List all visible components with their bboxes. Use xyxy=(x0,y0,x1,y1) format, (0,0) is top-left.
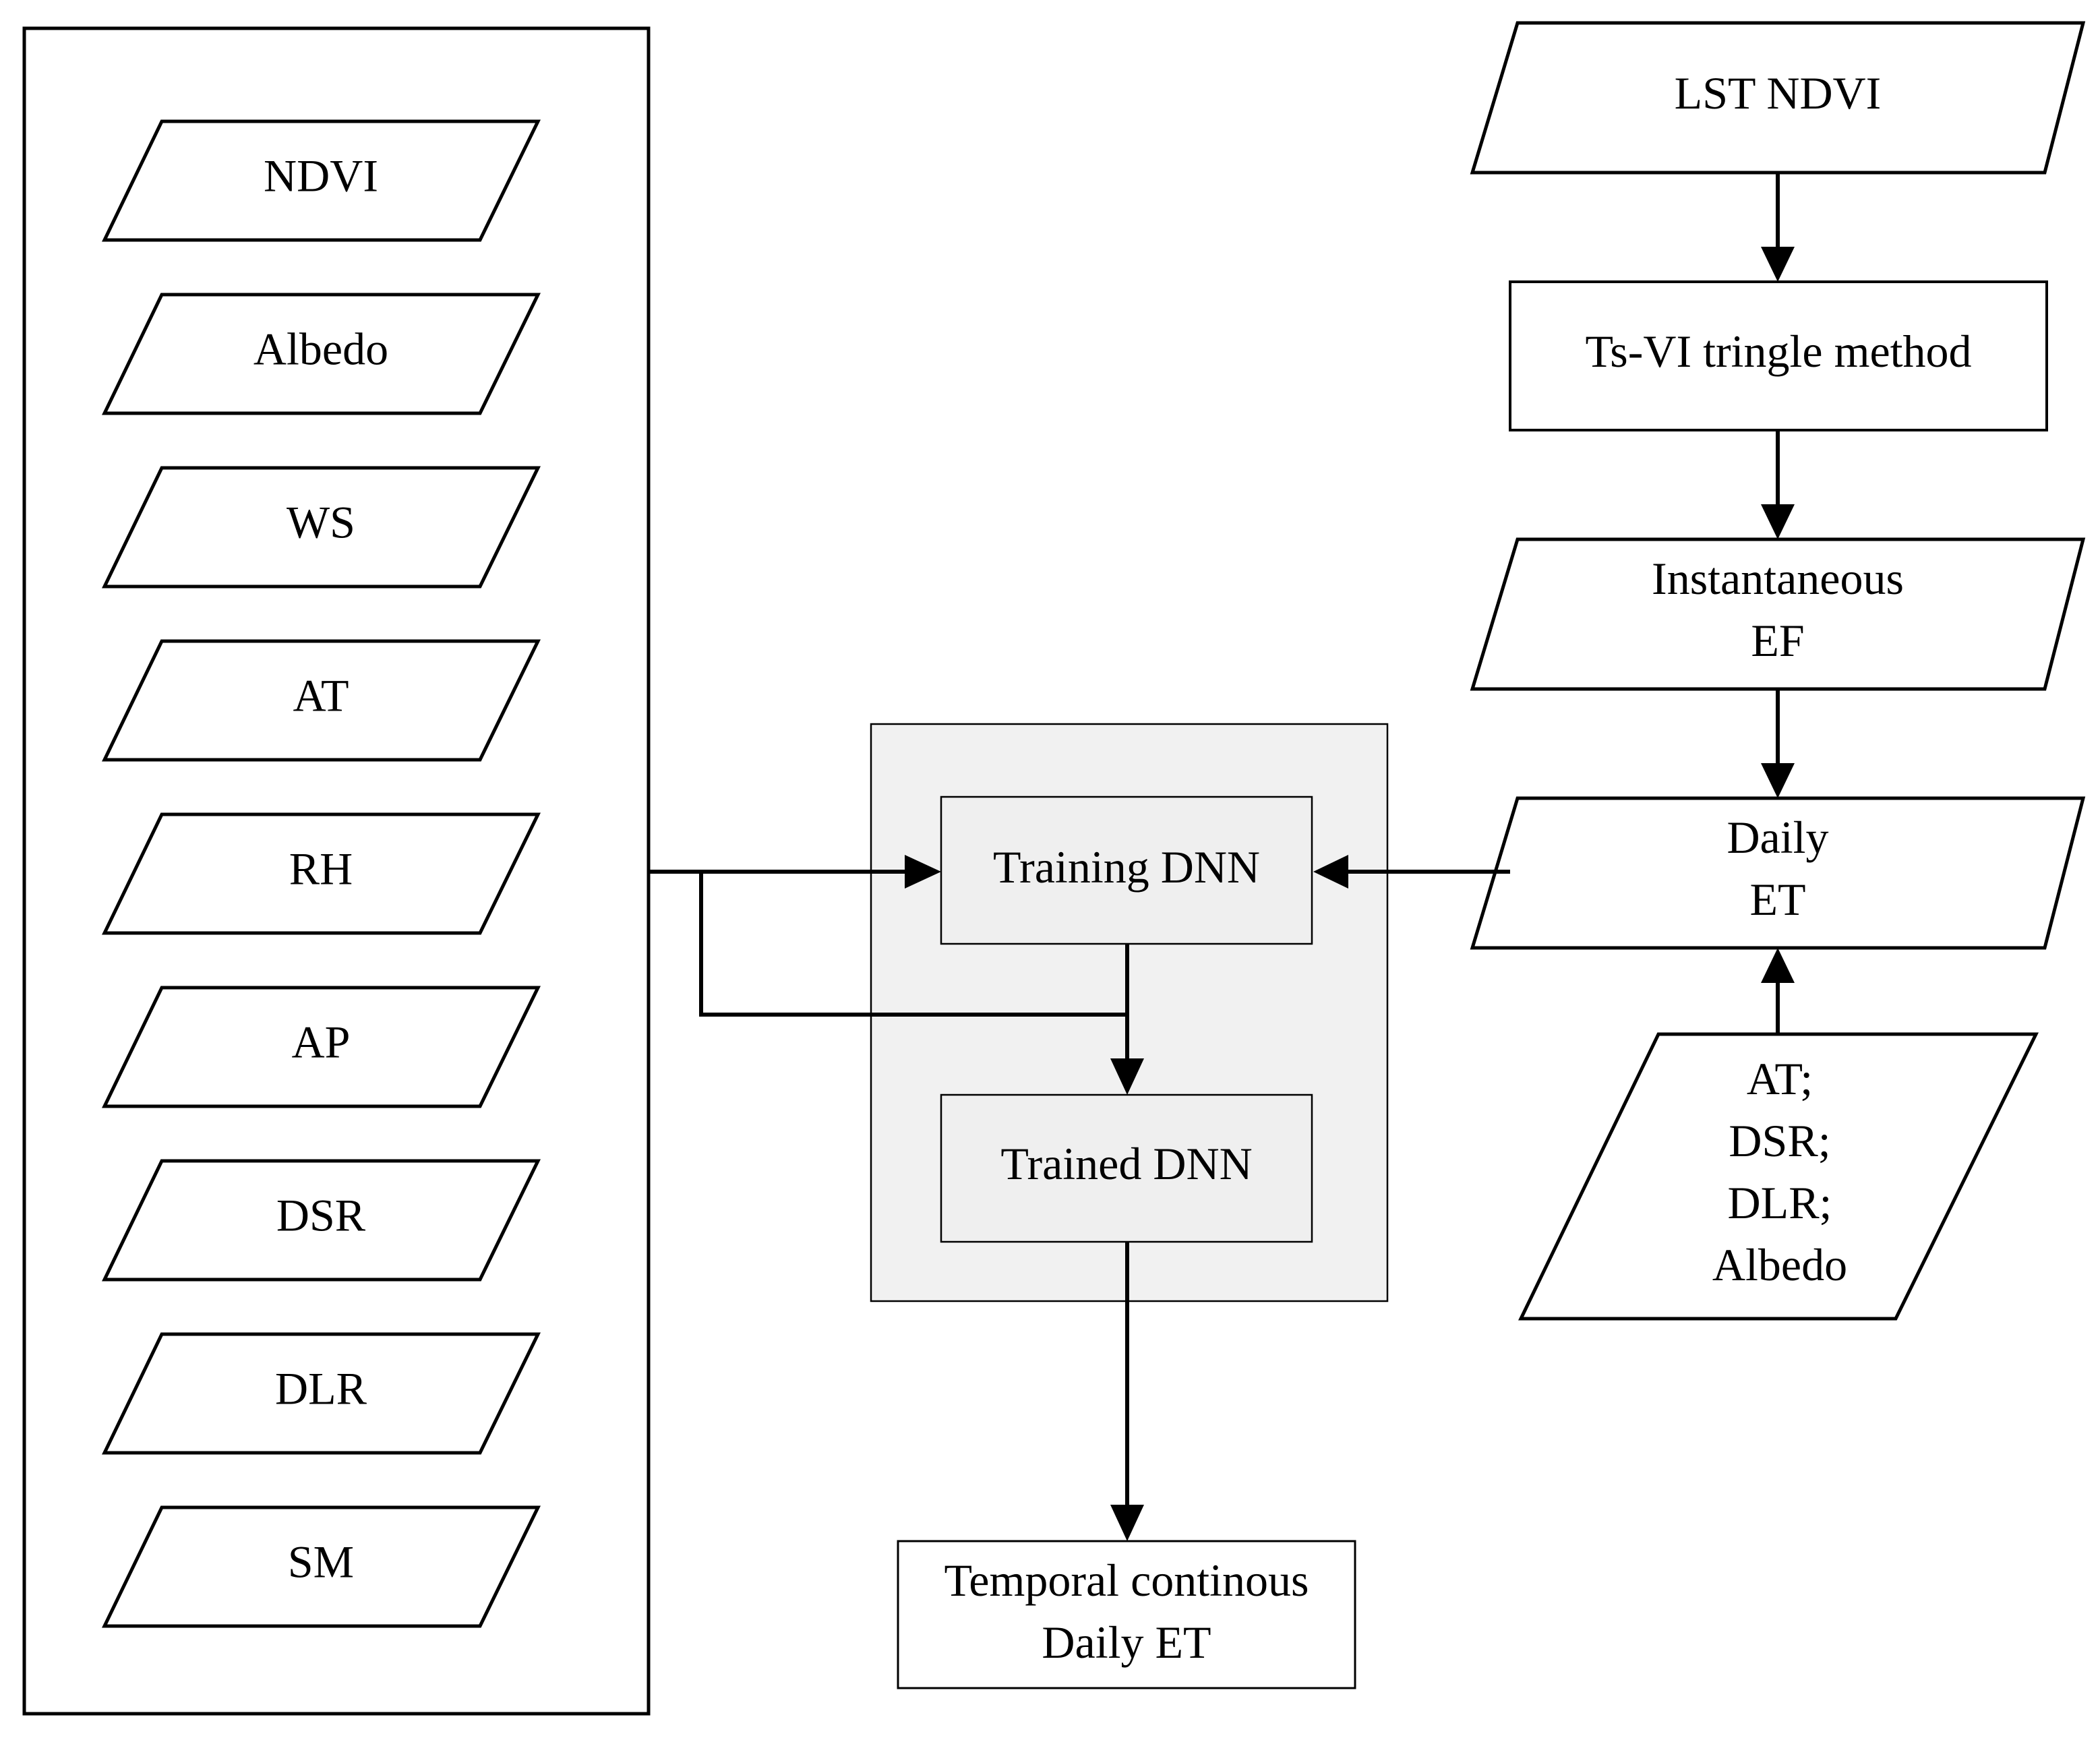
label-line: Temporal continous xyxy=(944,1555,1309,1606)
input-dsr: DSR xyxy=(102,1159,541,1282)
input-label: Albedo xyxy=(253,324,388,375)
arrowhead-inputs-to-training xyxy=(905,855,941,889)
input-parallelogram xyxy=(102,1505,541,1628)
daily-et-parallelogram xyxy=(1470,796,2086,950)
input-parallelogram xyxy=(102,293,541,415)
arrowhead-daily-et-to-training xyxy=(1313,855,1348,889)
input-sm: SM xyxy=(102,1505,541,1628)
label-line: LST NDVI xyxy=(1675,67,1882,119)
input-at: AT xyxy=(102,639,541,762)
output-rect xyxy=(897,1540,1356,1689)
aux-inputs-parallelogram xyxy=(1518,1032,2039,1321)
input-label: DLR xyxy=(275,1363,367,1414)
input-albedo: Albedo xyxy=(102,293,541,415)
input-dlr: DLR xyxy=(102,1332,541,1455)
arrowhead-aux-to-daily-et xyxy=(1761,948,1795,983)
label-line: Instantaneous xyxy=(1652,553,1904,604)
arrowhead-ef-to-daily-et xyxy=(1761,763,1795,798)
aux-inputs-label: AT; DSR; DLR; Albedo xyxy=(1712,1053,1847,1290)
instantaneous-ef-parallelogram xyxy=(1470,537,2086,691)
input-label: AT xyxy=(293,670,349,721)
label-line: ET xyxy=(1749,874,1805,925)
input-label: AP xyxy=(292,1017,351,1068)
lst-ndvi-box: LST NDVI xyxy=(1470,21,2086,175)
lst-ndvi-parallelogram xyxy=(1470,21,2086,175)
input-ndvi: NDVI xyxy=(102,119,541,242)
tsvi-method-rect xyxy=(1509,280,2048,431)
label-line: AT; xyxy=(1747,1053,1813,1104)
aux-inputs-box: AT; DSR; DLR; Albedo xyxy=(1518,1032,2039,1321)
label-line: Daily ET xyxy=(1042,1617,1211,1668)
training-dnn-label: Training DNN xyxy=(993,841,1260,893)
label-line: DSR; xyxy=(1729,1115,1830,1166)
input-parallelogram xyxy=(102,1332,541,1455)
line-inputs-branch-to-trained xyxy=(699,872,1127,1017)
input-parallelogram xyxy=(102,639,541,762)
label-line: EF xyxy=(1751,615,1804,666)
input-label: DSR xyxy=(276,1190,366,1241)
training-dnn-rect xyxy=(940,796,1313,945)
label-line: Daily xyxy=(1727,812,1828,863)
input-label: SM xyxy=(288,1536,354,1588)
trained-dnn-label: Trained DNN xyxy=(1000,1138,1252,1189)
tsvi-method-box: Ts-VI tringle method xyxy=(1509,280,2048,431)
trained-dnn-box: Trained DNN xyxy=(940,1093,1313,1243)
input-label: WS xyxy=(287,497,355,548)
input-parallelogram xyxy=(102,466,541,589)
arrowhead-trained-to-output xyxy=(1110,1505,1144,1541)
input-parallelogram xyxy=(102,812,541,935)
input-label: RH xyxy=(289,843,353,895)
arrowhead-tsvi-to-ef xyxy=(1761,504,1795,539)
connectors xyxy=(649,173,1795,1541)
tsvi-method-label: Ts-VI tringle method xyxy=(1585,326,1971,377)
label-line: Trained DNN xyxy=(1000,1138,1252,1189)
label-line: DLR; xyxy=(1728,1177,1832,1228)
input-parallelogram xyxy=(102,119,541,242)
arrowhead-lst-to-tsvi xyxy=(1761,247,1795,282)
training-dnn-box: Training DNN xyxy=(940,796,1313,945)
lst-ndvi-label: LST NDVI xyxy=(1675,67,1882,119)
input-parallelogram xyxy=(102,1159,541,1282)
input-ws: WS xyxy=(102,466,541,589)
label-line: Training DNN xyxy=(993,841,1260,893)
input-parallelogram xyxy=(102,986,541,1108)
trained-dnn-rect xyxy=(940,1093,1313,1243)
arrowhead-training-to-trained xyxy=(1110,1058,1144,1095)
input-rh: RH xyxy=(102,812,541,935)
label-line: Ts-VI tringle method xyxy=(1585,326,1971,377)
input-ap: AP xyxy=(102,986,541,1108)
label-line: Albedo xyxy=(1712,1239,1847,1290)
input-label: NDVI xyxy=(264,150,378,202)
